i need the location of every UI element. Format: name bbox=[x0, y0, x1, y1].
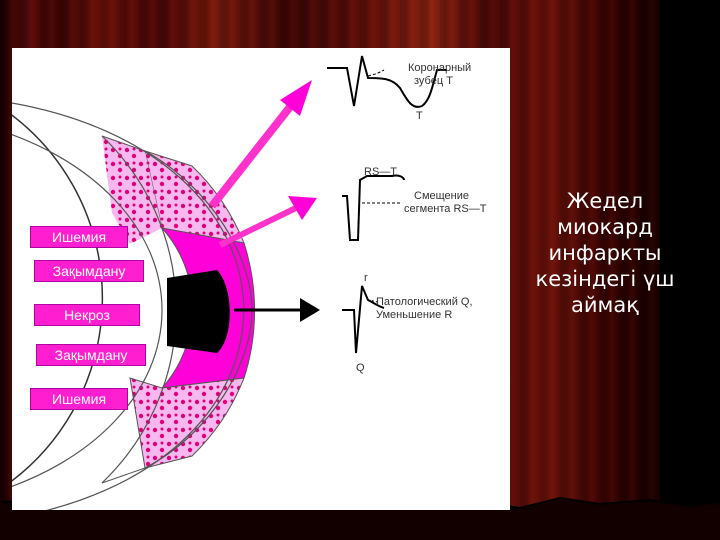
r-label: r bbox=[364, 272, 368, 284]
ecg-st-shift bbox=[342, 174, 405, 241]
title-line-3: инфаркты bbox=[548, 241, 662, 265]
heart-wall-diagram bbox=[12, 55, 447, 510]
t-wave-caption-line2: зубец Т bbox=[414, 75, 453, 87]
label-ischemia-bottom: Ишемия bbox=[30, 388, 128, 410]
diagram-panel: Ишемия Зақымдану Некроз Зақымдану Ишемия… bbox=[12, 48, 510, 510]
t-wave-caption: Коронарный зубец Т bbox=[408, 62, 471, 88]
st-caption: Смещение сегмента RS—T bbox=[404, 190, 486, 216]
arrow-to-t-wave bbox=[208, 80, 312, 209]
q-wave-caption: Патологический Q, Уменьшение R bbox=[376, 296, 473, 322]
label-injury-bottom: Зақымдану bbox=[36, 344, 146, 366]
slide-title: Жедел миокард инфаркты кезіндегі үш айма… bbox=[530, 188, 680, 318]
t-label: Т bbox=[416, 110, 423, 122]
label-injury-top: Зақымдану bbox=[34, 260, 144, 282]
wall-inner-boundary bbox=[12, 134, 163, 487]
label-ischemia-top: Ишемия bbox=[30, 226, 128, 248]
q-label: Q bbox=[356, 362, 365, 374]
rst-label: RS—T bbox=[364, 166, 397, 178]
necrosis-core bbox=[167, 270, 230, 353]
ischemia-zone-top-left bbox=[102, 136, 162, 244]
label-necrosis: Некроз bbox=[34, 304, 140, 326]
ecg-t-wave bbox=[327, 55, 447, 108]
ecg-q-wave bbox=[342, 285, 385, 354]
q-caption-line2: Уменьшение R bbox=[376, 309, 453, 321]
title-line-1: Жедел bbox=[566, 189, 644, 213]
q-caption-line1: Патологический Q, bbox=[376, 296, 473, 308]
arrow-to-st-shift bbox=[218, 196, 317, 248]
title-line-5: аймақ bbox=[571, 293, 639, 317]
outer-wall-line bbox=[12, 114, 104, 482]
title-line-4: кезіндегі үш bbox=[535, 267, 675, 291]
t-wave-caption-line1: Коронарный bbox=[408, 62, 472, 74]
title-line-2: миокард bbox=[557, 215, 653, 239]
curtain-shadow bbox=[660, 0, 720, 540]
st-caption-line1: Смещение bbox=[414, 190, 470, 202]
arrow-to-q-wave bbox=[234, 298, 320, 322]
st-caption-line2: сегмента RS—T bbox=[404, 203, 487, 215]
